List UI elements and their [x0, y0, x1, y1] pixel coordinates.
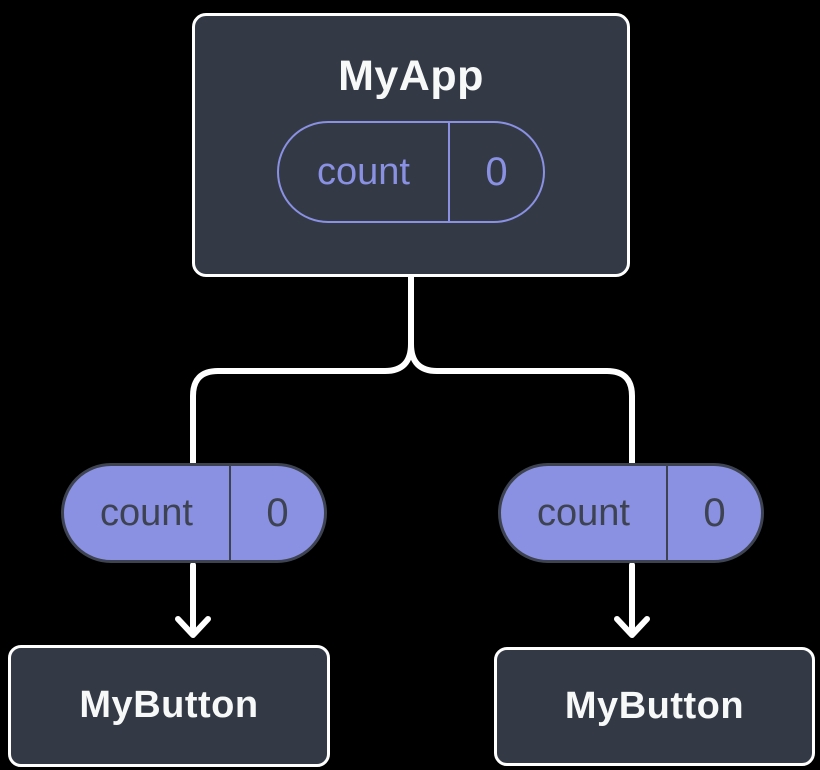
branch-connector-left: [190, 274, 414, 466]
child-node-title: MyButton: [79, 684, 259, 727]
prop-pill-label: count: [64, 466, 231, 560]
child-component-node: MyButton: [494, 647, 815, 766]
root-component-node: MyApp count 0: [192, 13, 630, 277]
prop-pill-label: count: [501, 466, 668, 560]
state-pill-label: count: [279, 123, 450, 222]
prop-pill-value: 0: [266, 490, 289, 535]
branch-connector-right: [408, 274, 635, 466]
child-node-title: MyButton: [564, 684, 745, 727]
child-component-node: MyButton: [8, 645, 330, 767]
state-pill-value: 0: [485, 149, 508, 194]
state-pill: count 0: [277, 121, 545, 224]
prop-pill-value: 0: [703, 490, 726, 535]
prop-pill: count 0: [498, 463, 764, 563]
prop-pill: count 0: [61, 463, 327, 563]
root-node-title: MyApp: [338, 52, 484, 100]
props-arrow-right-head: [614, 616, 650, 638]
props-arrow-left-head: [175, 616, 211, 638]
